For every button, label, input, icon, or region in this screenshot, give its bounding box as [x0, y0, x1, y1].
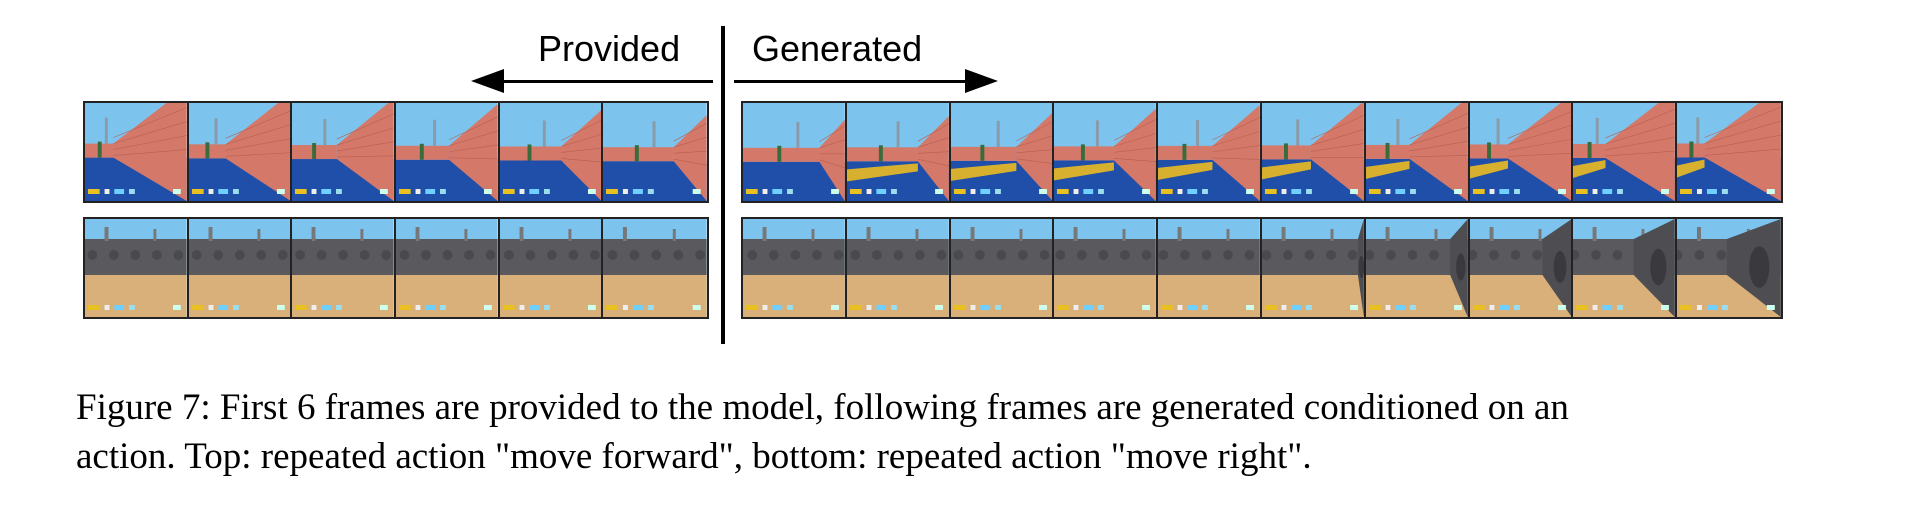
- game-frame: [85, 219, 189, 317]
- game-frame: [1469, 219, 1574, 317]
- game-frame: [950, 219, 1055, 317]
- game-frame: [603, 219, 708, 317]
- caption-line-1: Figure 7: First 6 frames are provided to…: [76, 387, 1569, 428]
- right-arrow-icon: [965, 69, 998, 93]
- game-frame: [396, 219, 500, 317]
- game-frame: [846, 103, 951, 201]
- game-frame: [1365, 103, 1470, 201]
- game-frame: [743, 219, 847, 317]
- game-frame: [396, 103, 500, 201]
- top-generated-frames: [741, 101, 1783, 203]
- generated-label: Generated: [752, 28, 923, 69]
- game-frame: [188, 103, 293, 201]
- game-frame: [85, 103, 189, 201]
- game-frame: [1261, 219, 1366, 317]
- game-frame: [743, 103, 847, 201]
- game-frame: [1573, 103, 1678, 201]
- game-frame: [292, 103, 397, 201]
- bottom-provided-frames: [83, 217, 709, 319]
- caption-line-2: action. Top: repeated action "move forwa…: [76, 436, 1312, 477]
- game-frame: [1054, 219, 1159, 317]
- game-frame: [1365, 219, 1470, 317]
- game-frame: [188, 219, 293, 317]
- game-frame: [1573, 219, 1678, 317]
- bottom-generated-frames: [741, 217, 1783, 319]
- provided-generated-divider: [721, 26, 725, 344]
- game-frame: [603, 103, 708, 201]
- game-frame: [846, 219, 951, 317]
- top-provided-frames: [83, 101, 709, 203]
- game-frame: [1158, 103, 1262, 201]
- provided-arrow-line: [492, 80, 713, 83]
- provided-label: Provided: [538, 28, 681, 69]
- game-frame: [950, 103, 1055, 201]
- game-frame: [1054, 103, 1159, 201]
- left-arrow-icon: [471, 69, 504, 93]
- game-frame: [1677, 219, 1781, 317]
- game-frame: [499, 219, 604, 317]
- game-frame: [1158, 219, 1262, 317]
- game-frame: [499, 103, 604, 201]
- figure-caption: Figure 7: First 6 frames are provided to…: [76, 383, 1876, 481]
- game-frame: [292, 219, 397, 317]
- game-frame: [1677, 103, 1781, 201]
- generated-arrow-line: [734, 80, 982, 83]
- game-frame: [1261, 103, 1366, 201]
- game-frame: [1469, 103, 1574, 201]
